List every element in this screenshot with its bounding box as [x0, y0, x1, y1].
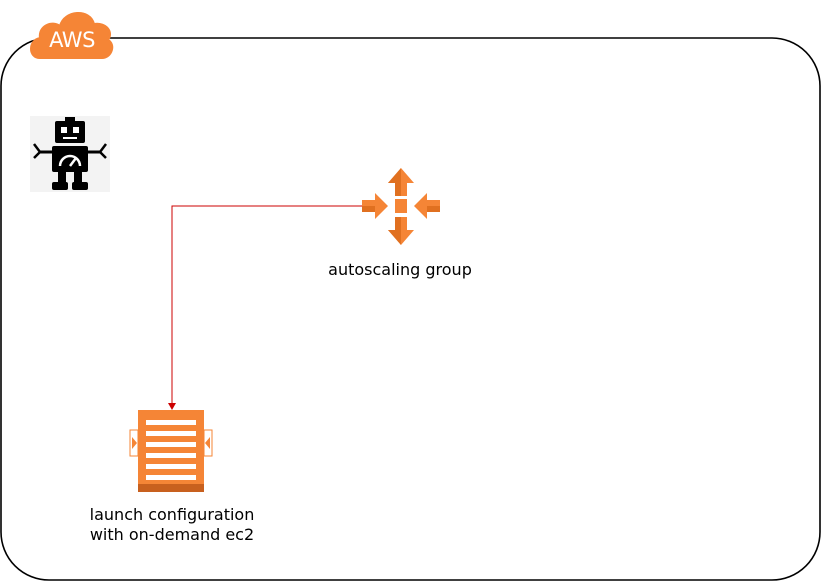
robot-icon: [30, 116, 110, 192]
connector-arrow: [168, 205, 362, 410]
launch-configuration-icon: [129, 410, 213, 492]
aws-cloud-icon: [30, 12, 114, 59]
autoscaling-group-icon: [362, 168, 440, 245]
autoscaling-group-label: autoscaling group: [328, 260, 472, 279]
aws-badge-label: AWS: [49, 28, 95, 52]
launch-configuration-label-line1: launch configuration: [89, 505, 255, 524]
aws-cloud-group-border: [0, 37, 821, 581]
launch-configuration-label-line2: with on-demand ec2: [89, 525, 255, 544]
launch-configuration-label: launch configuration with on-demand ec2: [60, 505, 284, 545]
